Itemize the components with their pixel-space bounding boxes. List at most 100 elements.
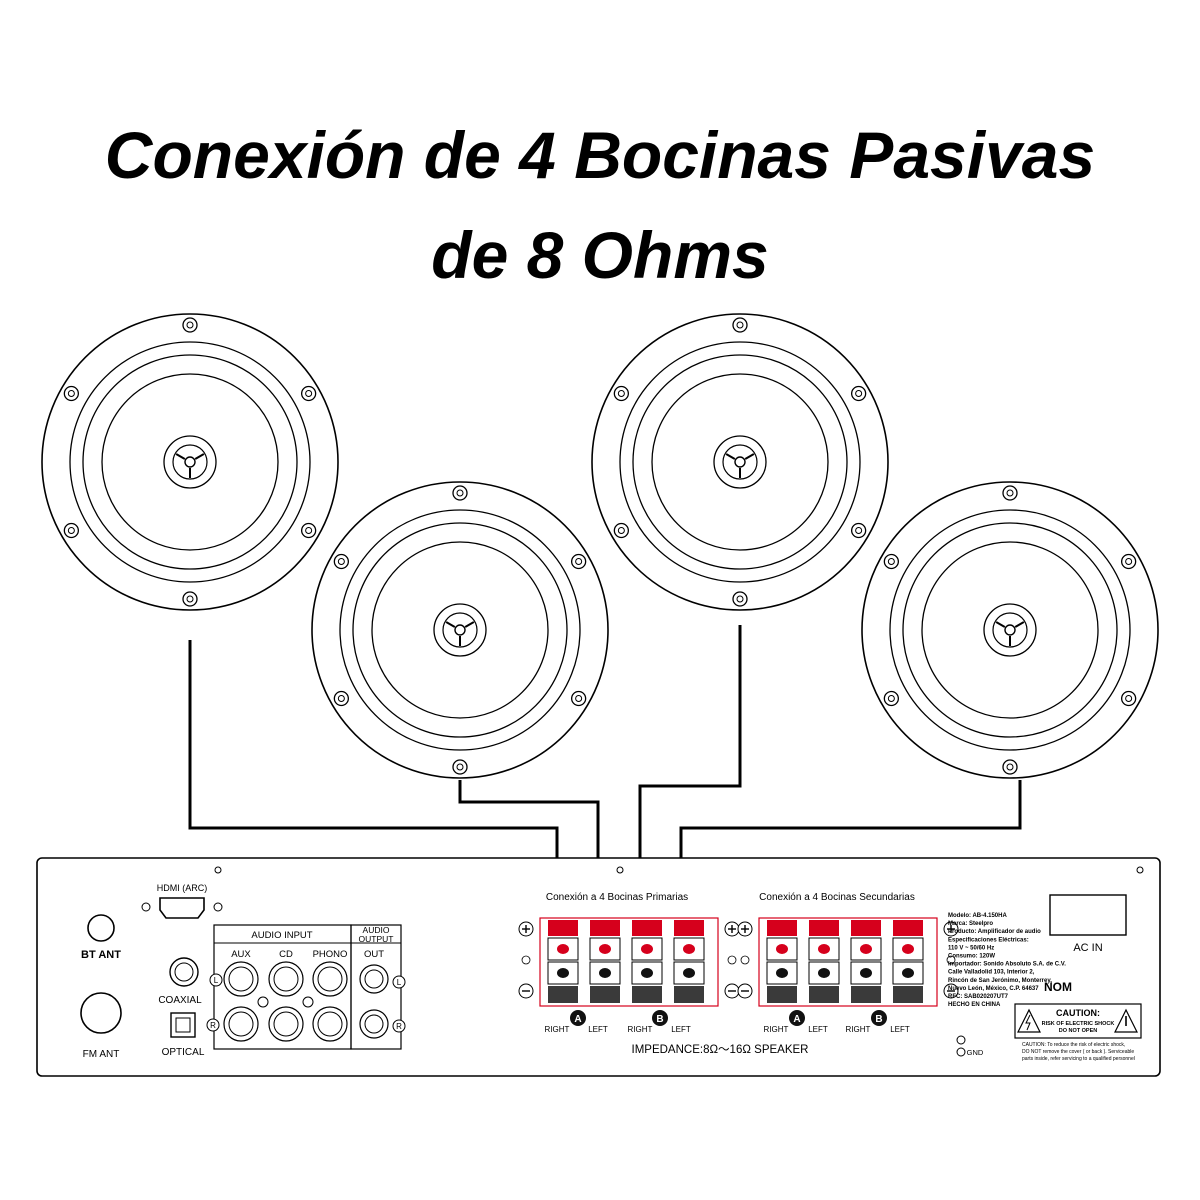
rca-out-left-jack[interactable] (359, 964, 389, 994)
mount-hole (300, 385, 317, 402)
mount-screw (1125, 558, 1133, 565)
screw-hole (740, 955, 750, 965)
coaxial-jack[interactable] (169, 957, 199, 987)
bt-antenna-connector[interactable] (87, 914, 115, 942)
caution-text: CAUTION: To reduce the risk of electric … (1022, 1042, 1135, 1062)
mount-screw (1125, 695, 1133, 702)
positive-terminal-hole (818, 944, 830, 954)
mount-screw (305, 390, 313, 397)
screw-hole (141, 902, 151, 912)
rca-input-jack[interactable] (223, 1006, 259, 1042)
l-marker-label: L (214, 976, 219, 985)
negative-terminal-cap (590, 986, 620, 1003)
positive-terminal-cap (632, 920, 662, 936)
speaker-frame (339, 509, 581, 751)
audio-input-rca-jacks (223, 961, 348, 1042)
mount-screw (887, 558, 895, 565)
primary-zone-labels: RIGHT A LEFT RIGHT B LEFT (545, 1010, 691, 1034)
zone-b-badge (652, 1010, 668, 1026)
rca-input-jack[interactable] (312, 1006, 348, 1042)
rca-input-jack[interactable] (268, 961, 304, 997)
bt-ant-label: BT ANT (81, 949, 121, 961)
gnd-label: GND (967, 1048, 984, 1057)
fm-antenna-connector[interactable] (80, 992, 122, 1034)
caution-line-2: DO NOT OPEN (1059, 1028, 1098, 1034)
screw-hole (616, 866, 624, 874)
mount-hole (452, 759, 468, 775)
mount-hole (883, 690, 900, 707)
ac-in-socket[interactable] (1049, 894, 1127, 936)
positive-terminal-hole (641, 944, 653, 954)
positive-terminal-cap (767, 920, 797, 936)
zone-a-badge (570, 1010, 586, 1026)
mount-screw (1006, 763, 1014, 771)
tweeter-spoke (445, 621, 456, 628)
mount-hole (732, 591, 748, 607)
mount-hole (613, 385, 630, 402)
gnd-screw[interactable] (956, 1035, 966, 1045)
rca-input-jack-inner (273, 966, 299, 992)
rca-input-jack[interactable] (312, 961, 348, 997)
speaker-tweeter-ring (713, 435, 767, 489)
positive-terminal-cap (893, 920, 923, 936)
primary-group-label: Conexión a 4 Bocinas Primarias (546, 892, 688, 903)
speaker-tweeter-center (734, 456, 746, 468)
spec-line: Calle Valladolid 103, Interior 2, (948, 970, 1035, 976)
rca-input-jack-inner (228, 1011, 254, 1037)
mount-screw (575, 695, 583, 702)
zone-a-badge (789, 1010, 805, 1026)
zone-b-label: B (656, 1014, 663, 1025)
secondary-right-a: RIGHT (764, 1025, 789, 1034)
rca-input-jack[interactable] (223, 961, 259, 997)
speaker-tweeter (722, 444, 758, 480)
speaker-tweeter-center (184, 456, 196, 468)
primary-left-b: LEFT (671, 1025, 691, 1034)
ac-in-label: AC IN (1073, 942, 1102, 954)
speakers (41, 313, 1159, 779)
r-marker (392, 1019, 406, 1033)
speaker-surround (902, 522, 1118, 738)
tweeter-spoke (995, 621, 1006, 628)
zone-a-label: A (574, 1014, 581, 1025)
mount-hole (850, 385, 867, 402)
l-marker (392, 975, 406, 989)
spec-line: Importador: Sonido Absoluto S.A. de C.V. (948, 962, 1066, 968)
negative-terminal-cap (548, 986, 578, 1003)
tweeter-spoke (194, 453, 205, 460)
mount-screw (305, 527, 313, 534)
tweeter-spoke (1014, 621, 1025, 628)
negative-terminal-hole (599, 968, 611, 978)
gnd-icon (956, 1047, 966, 1057)
mount-hole (300, 522, 317, 539)
positive-terminal-cap (851, 920, 881, 936)
optical-label: OPTICAL (162, 1047, 205, 1058)
mount-screw (736, 595, 744, 603)
caution-title: CAUTION: (1056, 1008, 1100, 1018)
negative-terminal-hole (902, 968, 914, 978)
mount-screw (617, 390, 625, 397)
speaker-tweeter-ring (983, 603, 1037, 657)
positive-terminal-cap (674, 920, 704, 936)
speaker-terminal-blocks (518, 917, 959, 1007)
optical-port[interactable] (170, 1012, 196, 1038)
lightning-bolt-icon (1025, 1014, 1031, 1031)
r-marker (206, 1018, 220, 1032)
coaxial-jack-inner (174, 962, 194, 982)
rca-out-right-jack[interactable] (359, 1009, 389, 1039)
spec-line: Marca: Steelpro (948, 921, 993, 927)
screw-hole (213, 902, 223, 912)
spec-line: Modelo: AB-4.150HA (948, 913, 1007, 919)
speaker-tweeter-ring (163, 435, 217, 489)
positive-terminal-hole (776, 944, 788, 954)
mount-screw (855, 527, 863, 534)
hdmi-port[interactable] (159, 897, 205, 919)
spec-line: Especificaciones Eléctricas: (948, 937, 1029, 943)
speaker-surround (352, 522, 568, 738)
caution-line-1: RISK OF ELECTRIC SHOCK (1042, 1021, 1115, 1027)
mount-hole (1120, 553, 1137, 570)
negative-terminal-cap (674, 986, 704, 1003)
negative-terminal-cap (893, 986, 923, 1003)
secondary-zone-labels: RIGHT A LEFT RIGHT B LEFT (764, 1010, 910, 1034)
rca-input-jack[interactable] (268, 1006, 304, 1042)
secondary-terminal-block (737, 917, 959, 1007)
